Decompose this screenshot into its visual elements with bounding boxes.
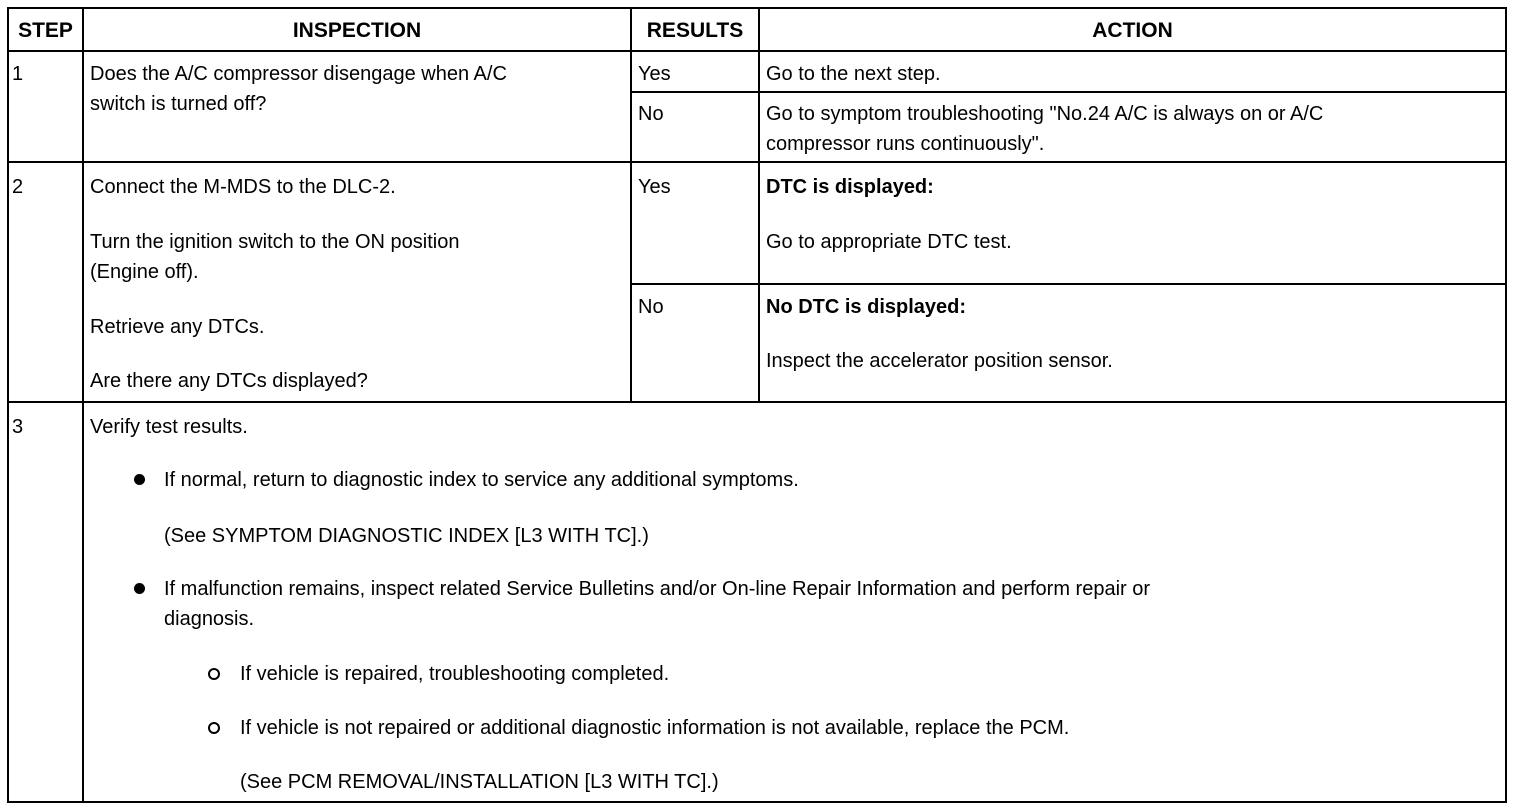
inspection-line: Turn the ignition switch to the ON posit… (90, 231, 460, 253)
inspection-line: switch is turned off? (90, 93, 267, 115)
header-action: ACTION (1092, 19, 1173, 42)
row2-split (632, 283, 1505, 285)
action-title: DTC is displayed: (766, 176, 934, 198)
result-yes: Yes (638, 176, 671, 198)
action-line: Go to symptom troubleshooting "No.24 A/C… (766, 103, 1324, 125)
inspection-line: (Engine off). (90, 261, 199, 283)
action-line: Go to appropriate DTC test. (766, 231, 1012, 253)
step-number: 1 (12, 63, 24, 85)
header-results: RESULTS (646, 19, 744, 42)
result-yes: Yes (638, 63, 671, 85)
header-step: STEP (18, 19, 73, 42)
action-line: Inspect the accelerator position sensor. (766, 350, 1113, 372)
col-divider-step (82, 9, 84, 801)
row1-split (632, 91, 1505, 93)
row1-bottom (9, 161, 1505, 163)
col-divider-results (758, 9, 760, 403)
action-line: compressor runs continuously". (766, 133, 1045, 155)
row2-bottom (9, 401, 1505, 403)
inspection-line: Retrieve any DTCs. (90, 316, 265, 338)
header-inspection: INSPECTION (292, 19, 422, 42)
bullet-text: diagnosis. (164, 608, 255, 630)
result-no: No (638, 296, 664, 318)
action-line: Go to the next step. (766, 63, 941, 85)
bullet-text: If malfunction remains, inspect related … (164, 578, 1151, 600)
sub-bullet-circle (208, 722, 220, 734)
sub-bullet-text: If vehicle is repaired, troubleshooting … (240, 663, 670, 685)
result-no: No (638, 103, 664, 125)
action-title: No DTC is displayed: (766, 296, 967, 318)
bullet-text: If normal, return to diagnostic index to… (164, 469, 799, 491)
reference-link[interactable]: (See PCM REMOVAL/INSTALLATION [L3 WITH T… (240, 771, 719, 793)
step-number: 2 (12, 176, 24, 198)
step-number: 3 (12, 416, 24, 438)
reference-link[interactable]: (See SYMPTOM DIAGNOSTIC INDEX [L3 WITH T… (164, 525, 649, 547)
col-divider-inspection (630, 9, 632, 403)
inspection-line: Does the A/C compressor disengage when A… (90, 63, 507, 85)
verify-text: Verify test results. (90, 416, 248, 438)
header-divider (9, 50, 1505, 52)
bullet-dot (134, 583, 145, 594)
inspection-line: Connect the M-MDS to the DLC-2. (90, 176, 396, 198)
sub-bullet-text: If vehicle is not repaired or additional… (240, 717, 1070, 739)
bullet-dot (134, 474, 145, 485)
diagnostic-table: STEP INSPECTION RESULTS ACTION 1 Does th… (7, 7, 1507, 803)
inspection-line: Are there any DTCs displayed? (90, 370, 368, 392)
sub-bullet-circle (208, 668, 220, 680)
